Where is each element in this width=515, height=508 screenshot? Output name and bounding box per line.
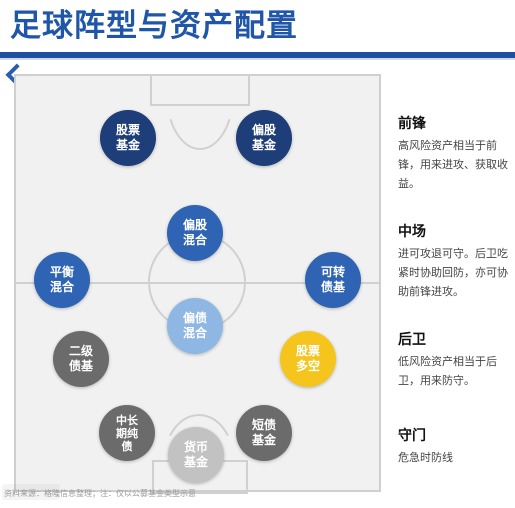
section-midfield-heading: 中场 bbox=[398, 224, 426, 240]
section-goalkeeper: 守门 危急时防线 bbox=[398, 426, 511, 467]
section-defender-heading: 后卫 bbox=[398, 332, 426, 348]
section-forward-heading: 前锋 bbox=[398, 116, 426, 132]
section-defender: 后卫 低风险资产相当于后卫，用来防守。 bbox=[398, 330, 511, 390]
source-footnote: 资料来源：格隆信息整理；注：仅以公募基金类型示意 bbox=[4, 489, 196, 498]
section-midfield: 中场 进可攻退可守。后卫吃紧时协助回防，亦可协助前锋进攻。 bbox=[398, 222, 511, 301]
section-defender-text: 低风险资产相当于后卫，用来防守。 bbox=[398, 355, 497, 387]
section-goalkeeper-heading: 守门 bbox=[398, 428, 426, 444]
page-title: 足球阵型与资产配置 bbox=[10, 8, 298, 44]
node-convertible-bond: 可转 债基 bbox=[305, 252, 361, 308]
node-stock-long-short: 股票 多空 bbox=[280, 331, 336, 387]
node-mid-long-bond: 中长 期纯 债 bbox=[99, 405, 155, 461]
node-secondary-bond: 二级 债基 bbox=[53, 331, 109, 387]
node-short-bond: 短债 基金 bbox=[236, 405, 292, 461]
title-rule-light bbox=[0, 58, 515, 60]
node-bond-mixed: 偏债 混合 bbox=[167, 298, 223, 354]
section-forward-text: 高风险资产相当于前锋，用来进攻、获取收益。 bbox=[398, 139, 508, 190]
title-rule bbox=[0, 52, 515, 58]
top-goal-box bbox=[150, 74, 250, 106]
section-goalkeeper-text: 危急时防线 bbox=[398, 451, 453, 464]
node-balanced-mixed: 平衡 混合 bbox=[34, 252, 90, 308]
section-forward: 前锋 高风险资产相当于前锋，用来进攻、获取收益。 bbox=[398, 114, 511, 193]
watermark bbox=[2, 484, 60, 500]
node-money-fund: 货币 基金 bbox=[168, 427, 224, 483]
section-midfield-text: 进可攻退可守。后卫吃紧时协助回防，亦可协助前锋进攻。 bbox=[398, 247, 508, 298]
node-stock-mixed: 偏股 混合 bbox=[167, 205, 223, 261]
node-stock-biased-fund: 偏股 基金 bbox=[236, 110, 292, 166]
node-stock-fund: 股票 基金 bbox=[100, 110, 156, 166]
